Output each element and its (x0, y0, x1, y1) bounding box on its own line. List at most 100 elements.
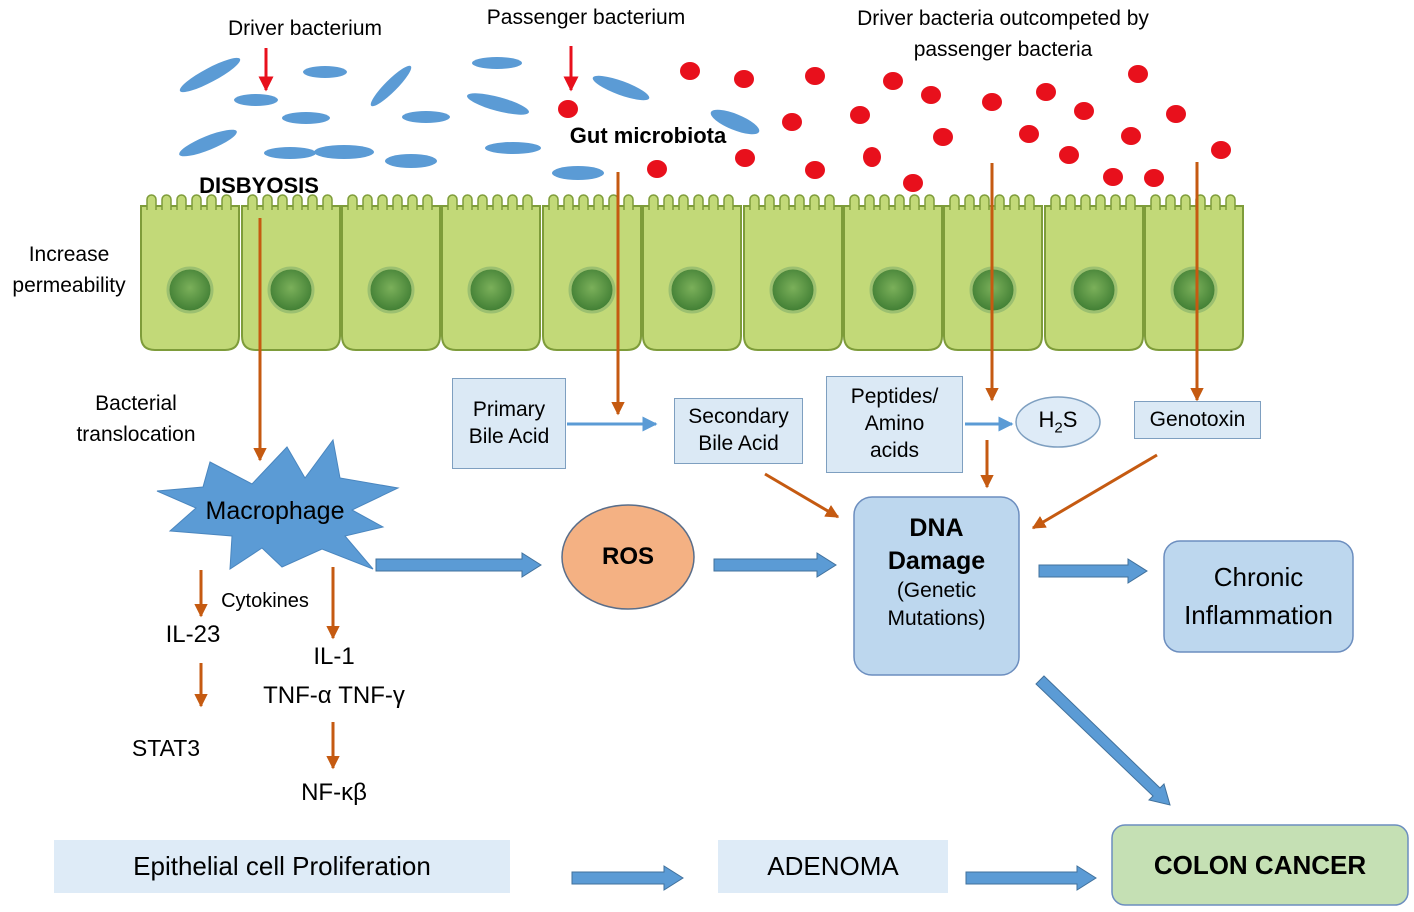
cell-apical-fill (644, 210, 740, 222)
driver-bacterium (370, 65, 412, 107)
cell-apical-fill (443, 210, 539, 222)
passenger-bacterium (933, 128, 953, 146)
increase-permeability-line2: permeability (12, 274, 126, 297)
passenger-bacterium (850, 106, 870, 124)
h2s-main: H (1038, 407, 1055, 433)
passenger-bacterium (782, 113, 802, 131)
chronic-inflammation-box (1163, 540, 1354, 653)
cell-nucleus (166, 266, 214, 314)
cell-apical-fill (845, 210, 941, 222)
cell-nucleus (367, 266, 415, 314)
cell-apical-fill (745, 210, 841, 222)
dna-cancer-arrow (1035, 675, 1171, 806)
passenger-bacterium (1144, 169, 1164, 187)
cell-apical-fill (1046, 210, 1142, 222)
outcompeted-label-line1: Driver bacteria outcompeted by (857, 7, 1149, 30)
ros-dna-arrow (713, 552, 837, 578)
passenger-bacterium (1074, 102, 1094, 120)
cell-apical-fill (243, 210, 339, 222)
passenger-bacterium (1059, 146, 1079, 164)
stat3-label: STAT3 (131, 735, 201, 761)
cell-apical-fill (142, 210, 238, 222)
primary-bile-acid-line1: Primary (472, 397, 546, 421)
passenger-bacterium (1128, 65, 1148, 83)
driver-bacterium (303, 66, 347, 78)
driver-bacterium-label: Driver bacterium (227, 17, 383, 40)
il1-label: IL-1 (313, 643, 355, 670)
dna-damage-line2: Damage (887, 546, 986, 575)
secondary-bile-acid-line2: Bile Acid (698, 432, 779, 455)
bacterial-translocation-label: Bacterial translocation (56, 388, 216, 450)
passenger-bacterium (903, 174, 923, 192)
driver-bacterium (282, 112, 330, 124)
colon-cancer-label: COLON CANCER (1153, 849, 1367, 880)
h2s-ellipse (1015, 396, 1101, 448)
increase-permeability-label: Increase permeability (0, 239, 138, 301)
driver-bacterium (179, 57, 241, 93)
passenger-bacterium (1036, 83, 1056, 101)
dna-damage-line1: DNA (909, 514, 964, 543)
cell-nucleus (1170, 266, 1218, 314)
passenger-bacterium (805, 67, 825, 85)
dna-damage-line4: Mutations) (887, 606, 986, 630)
primary-bile-acid-box: Primary Bile Acid (452, 378, 566, 469)
driver-bacterium (179, 129, 237, 157)
cytokines-label: Cytokines (221, 590, 309, 612)
h2s-subscript: 2 (1054, 419, 1063, 437)
peptides-line3: acids (869, 438, 920, 462)
cell-nucleus (267, 266, 315, 314)
passenger-bacterium (1121, 127, 1141, 145)
epithelial-proliferation-box: Epithelial cell Proliferation (54, 840, 510, 893)
passenger-bacterium (1211, 141, 1231, 159)
passenger-bacterium (1019, 125, 1039, 143)
passenger-bacterium (734, 70, 754, 88)
macrophage-label: Macrophage (205, 497, 345, 525)
secondary-bile-acid-box: Secondary Bile Acid (674, 398, 803, 464)
peptides-line1: Peptides/ (850, 385, 939, 409)
cell-apical-fill (343, 210, 439, 222)
peptides-amino-acids-box: Peptides/ Amino acids (826, 376, 963, 473)
passenger-bacterium (805, 161, 825, 179)
driver-bacteria-group (179, 57, 760, 180)
macrophage-ros-arrow (375, 552, 542, 578)
chronic-line2: Inflammation (1184, 599, 1333, 630)
cell-nucleus (869, 266, 917, 314)
disbyosis-label: DISBYOSIS (199, 173, 319, 198)
driver-bacterium (385, 154, 437, 168)
dna-chronic-arrow (1038, 558, 1148, 584)
nfkb-label: NF-κβ (301, 779, 367, 806)
passenger-bacterium (982, 93, 1002, 111)
il23-label: IL-23 (165, 621, 221, 648)
dna-damage-box (853, 496, 1020, 676)
bacterial-translocation-line2: translocation (76, 423, 196, 446)
driver-bacterium (314, 145, 374, 159)
proliferation-adenoma-arrow (571, 865, 684, 891)
driver-bacterium (552, 166, 604, 180)
dna-damage-text: DNA Damage (Genetic Mutations) (854, 497, 1019, 647)
secondary-dna-arrow (764, 472, 840, 519)
h2s-label: H2S (1016, 397, 1100, 447)
increase-permeability-line1: Increase (28, 243, 110, 266)
passenger-bacterium (735, 149, 755, 167)
passenger-bacterium (558, 100, 578, 118)
primary-bile-acid-line2: Bile Acid (468, 424, 550, 448)
h2s-tail: S (1062, 407, 1078, 433)
adenoma-cancer-arrow (965, 865, 1097, 891)
passenger-bacteria-group (558, 62, 1231, 192)
ros-ellipse (561, 504, 695, 610)
colon-cancer-box (1111, 824, 1409, 906)
ros-label: ROS (601, 543, 654, 570)
driver-bacterium (402, 111, 450, 123)
genotoxin-box: Genotoxin (1134, 401, 1261, 439)
cell-apical-fill (1146, 210, 1242, 222)
chronic-line1: Chronic (1213, 561, 1304, 592)
outcompeted-label-line2: passenger bacteria (913, 38, 1093, 61)
driver-bacterium (264, 147, 316, 159)
macrophage-shape (156, 438, 400, 570)
passenger-bacterium (647, 160, 667, 178)
driver-bacterium (710, 109, 760, 135)
pathway-arrows (194, 162, 1204, 770)
chronic-inflammation-text: Chronic Inflammation (1164, 541, 1353, 652)
